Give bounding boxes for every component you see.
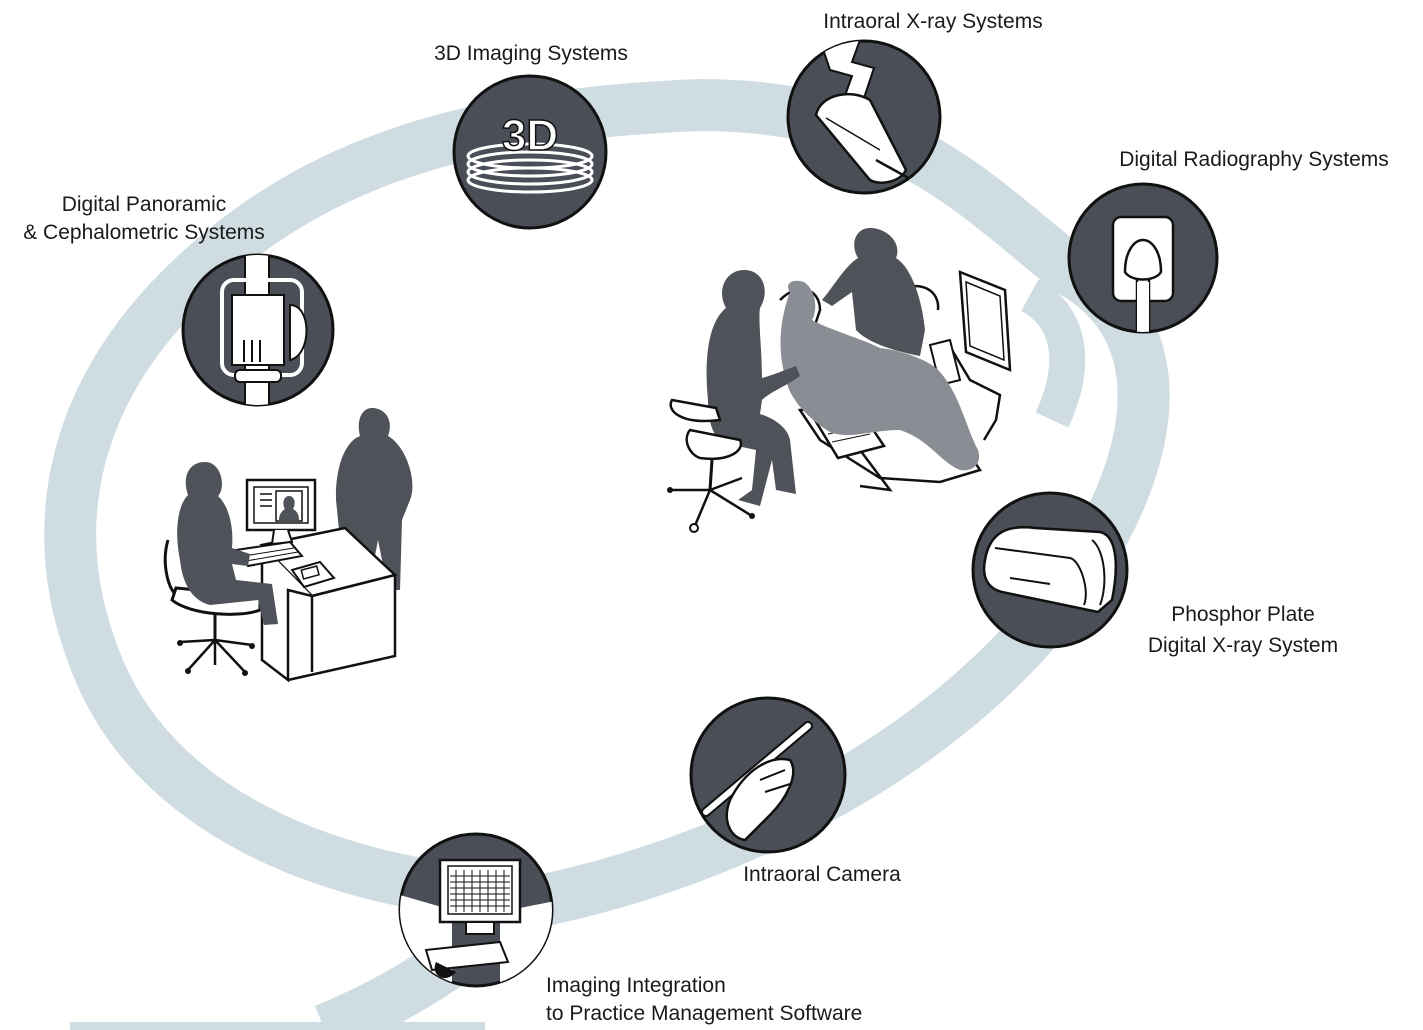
xray-tube-icon	[814, 41, 913, 184]
intraoral-camera-node	[689, 696, 847, 854]
3d-imaging-label: 3D Imaging Systems	[398, 40, 664, 68]
digital-sensor-icon	[1111, 215, 1175, 332]
panoramic-unit-icon	[220, 255, 308, 405]
phosphor-label: Phosphor Plate Digital X-ray System	[1120, 599, 1366, 661]
phosphor-label-line2: Digital X-ray System	[1147, 634, 1339, 657]
integration-node	[398, 832, 554, 988]
dental-operatory-illustration	[667, 228, 1012, 533]
intraoral-camera-icon	[701, 721, 813, 842]
panoramic-label-line2: & Cephalometric Systems	[23, 221, 265, 244]
panoramic-label: Digital Panoramic & Cephalometric System…	[4, 191, 284, 247]
intraoral-camera-label-text: Intraoral Camera	[743, 863, 901, 886]
panoramic-node	[181, 253, 335, 407]
integration-label-line2: to Practice Management Software	[546, 1002, 863, 1025]
intraoral-xray-label: Intraoral X-ray Systems	[790, 8, 1076, 36]
integration-label-line1: Imaging Integration	[546, 974, 726, 997]
front-office-illustration	[163, 408, 413, 683]
intraoral-xray-label-text: Intraoral X-ray Systems	[823, 10, 1043, 33]
phosphor-scanner-icon	[982, 526, 1118, 614]
digital-radiography-label-text: Digital Radiography Systems	[1119, 148, 1389, 171]
phosphor-node	[971, 491, 1129, 649]
phosphor-label-line1: Phosphor Plate	[1171, 603, 1315, 626]
digital-radiography-node	[1067, 182, 1219, 334]
integration-label: Imaging Integration to Practice Manageme…	[546, 972, 926, 1028]
intraoral-xray-node	[786, 39, 942, 195]
3d-logo-text: 3D	[502, 111, 558, 160]
3d-imaging-icon: 3D	[466, 110, 594, 194]
3d-imaging-label-text: 3D Imaging Systems	[434, 42, 628, 65]
digital-radiography-label: Digital Radiography Systems	[1100, 146, 1408, 174]
panoramic-label-line1: Digital Panoramic	[61, 193, 227, 216]
3d-imaging-node: 3D	[452, 74, 608, 230]
intraoral-camera-label: Intraoral Camera	[712, 861, 932, 889]
